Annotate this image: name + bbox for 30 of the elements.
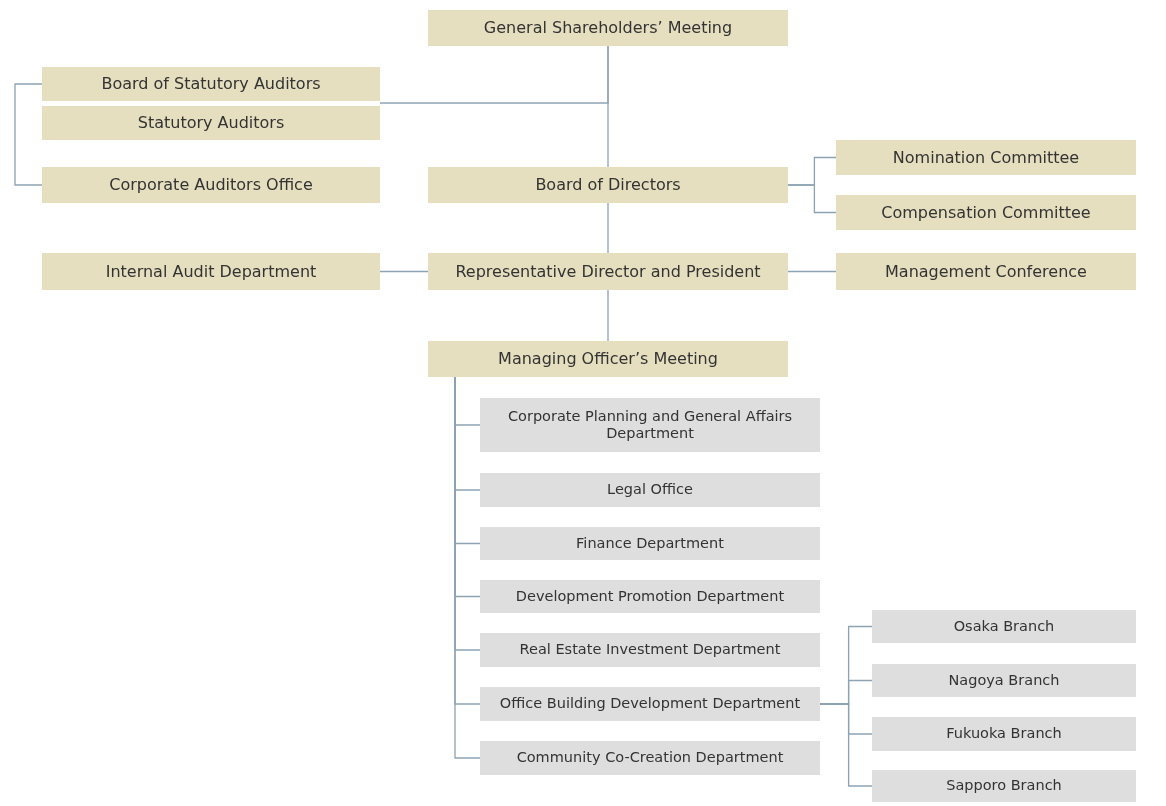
organization-box: Representative Director and President (428, 253, 788, 290)
department-box: Development Promotion Department (480, 580, 820, 613)
department-box: Real Estate Investment Department (480, 633, 820, 667)
department-box: Fukuoka Branch (872, 717, 1136, 751)
department-box: Sapporo Branch (872, 770, 1136, 802)
organization-box: Managing Officer’s Meeting (428, 341, 788, 377)
department-box: Legal Office (480, 473, 820, 507)
organization-box: Board of Directors (428, 167, 788, 203)
organization-box: Internal Audit Department (42, 253, 380, 290)
connector-line (14, 83, 43, 186)
department-box: Finance Department (480, 527, 820, 560)
connector-line (379, 270, 429, 273)
organization-box: Statutory Auditors (42, 106, 380, 140)
department-box: Office Building Development Department (480, 687, 820, 721)
connector-line (787, 270, 837, 273)
organization-box: General Shareholders’ Meeting (428, 10, 788, 46)
department-box: Nagoya Branch (872, 664, 1136, 697)
department-box: Osaka Branch (872, 610, 1136, 643)
organization-box: Management Conference (836, 253, 1136, 290)
organization-box: Board of Statutory Auditors (42, 67, 380, 101)
department-box: Corporate Planning and General Affairs Department (480, 398, 820, 452)
department-box: Community Co-Creation Department (480, 741, 820, 775)
connector-line (607, 202, 609, 254)
connector-line (607, 289, 609, 342)
connector-line (379, 45, 609, 104)
organization-box: Corporate Auditors Office (42, 167, 380, 203)
organization-box: Nomination Committee (836, 140, 1136, 175)
connector-line (819, 703, 873, 787)
connector-line (787, 184, 837, 214)
organization-box: Compensation Committee (836, 195, 1136, 230)
